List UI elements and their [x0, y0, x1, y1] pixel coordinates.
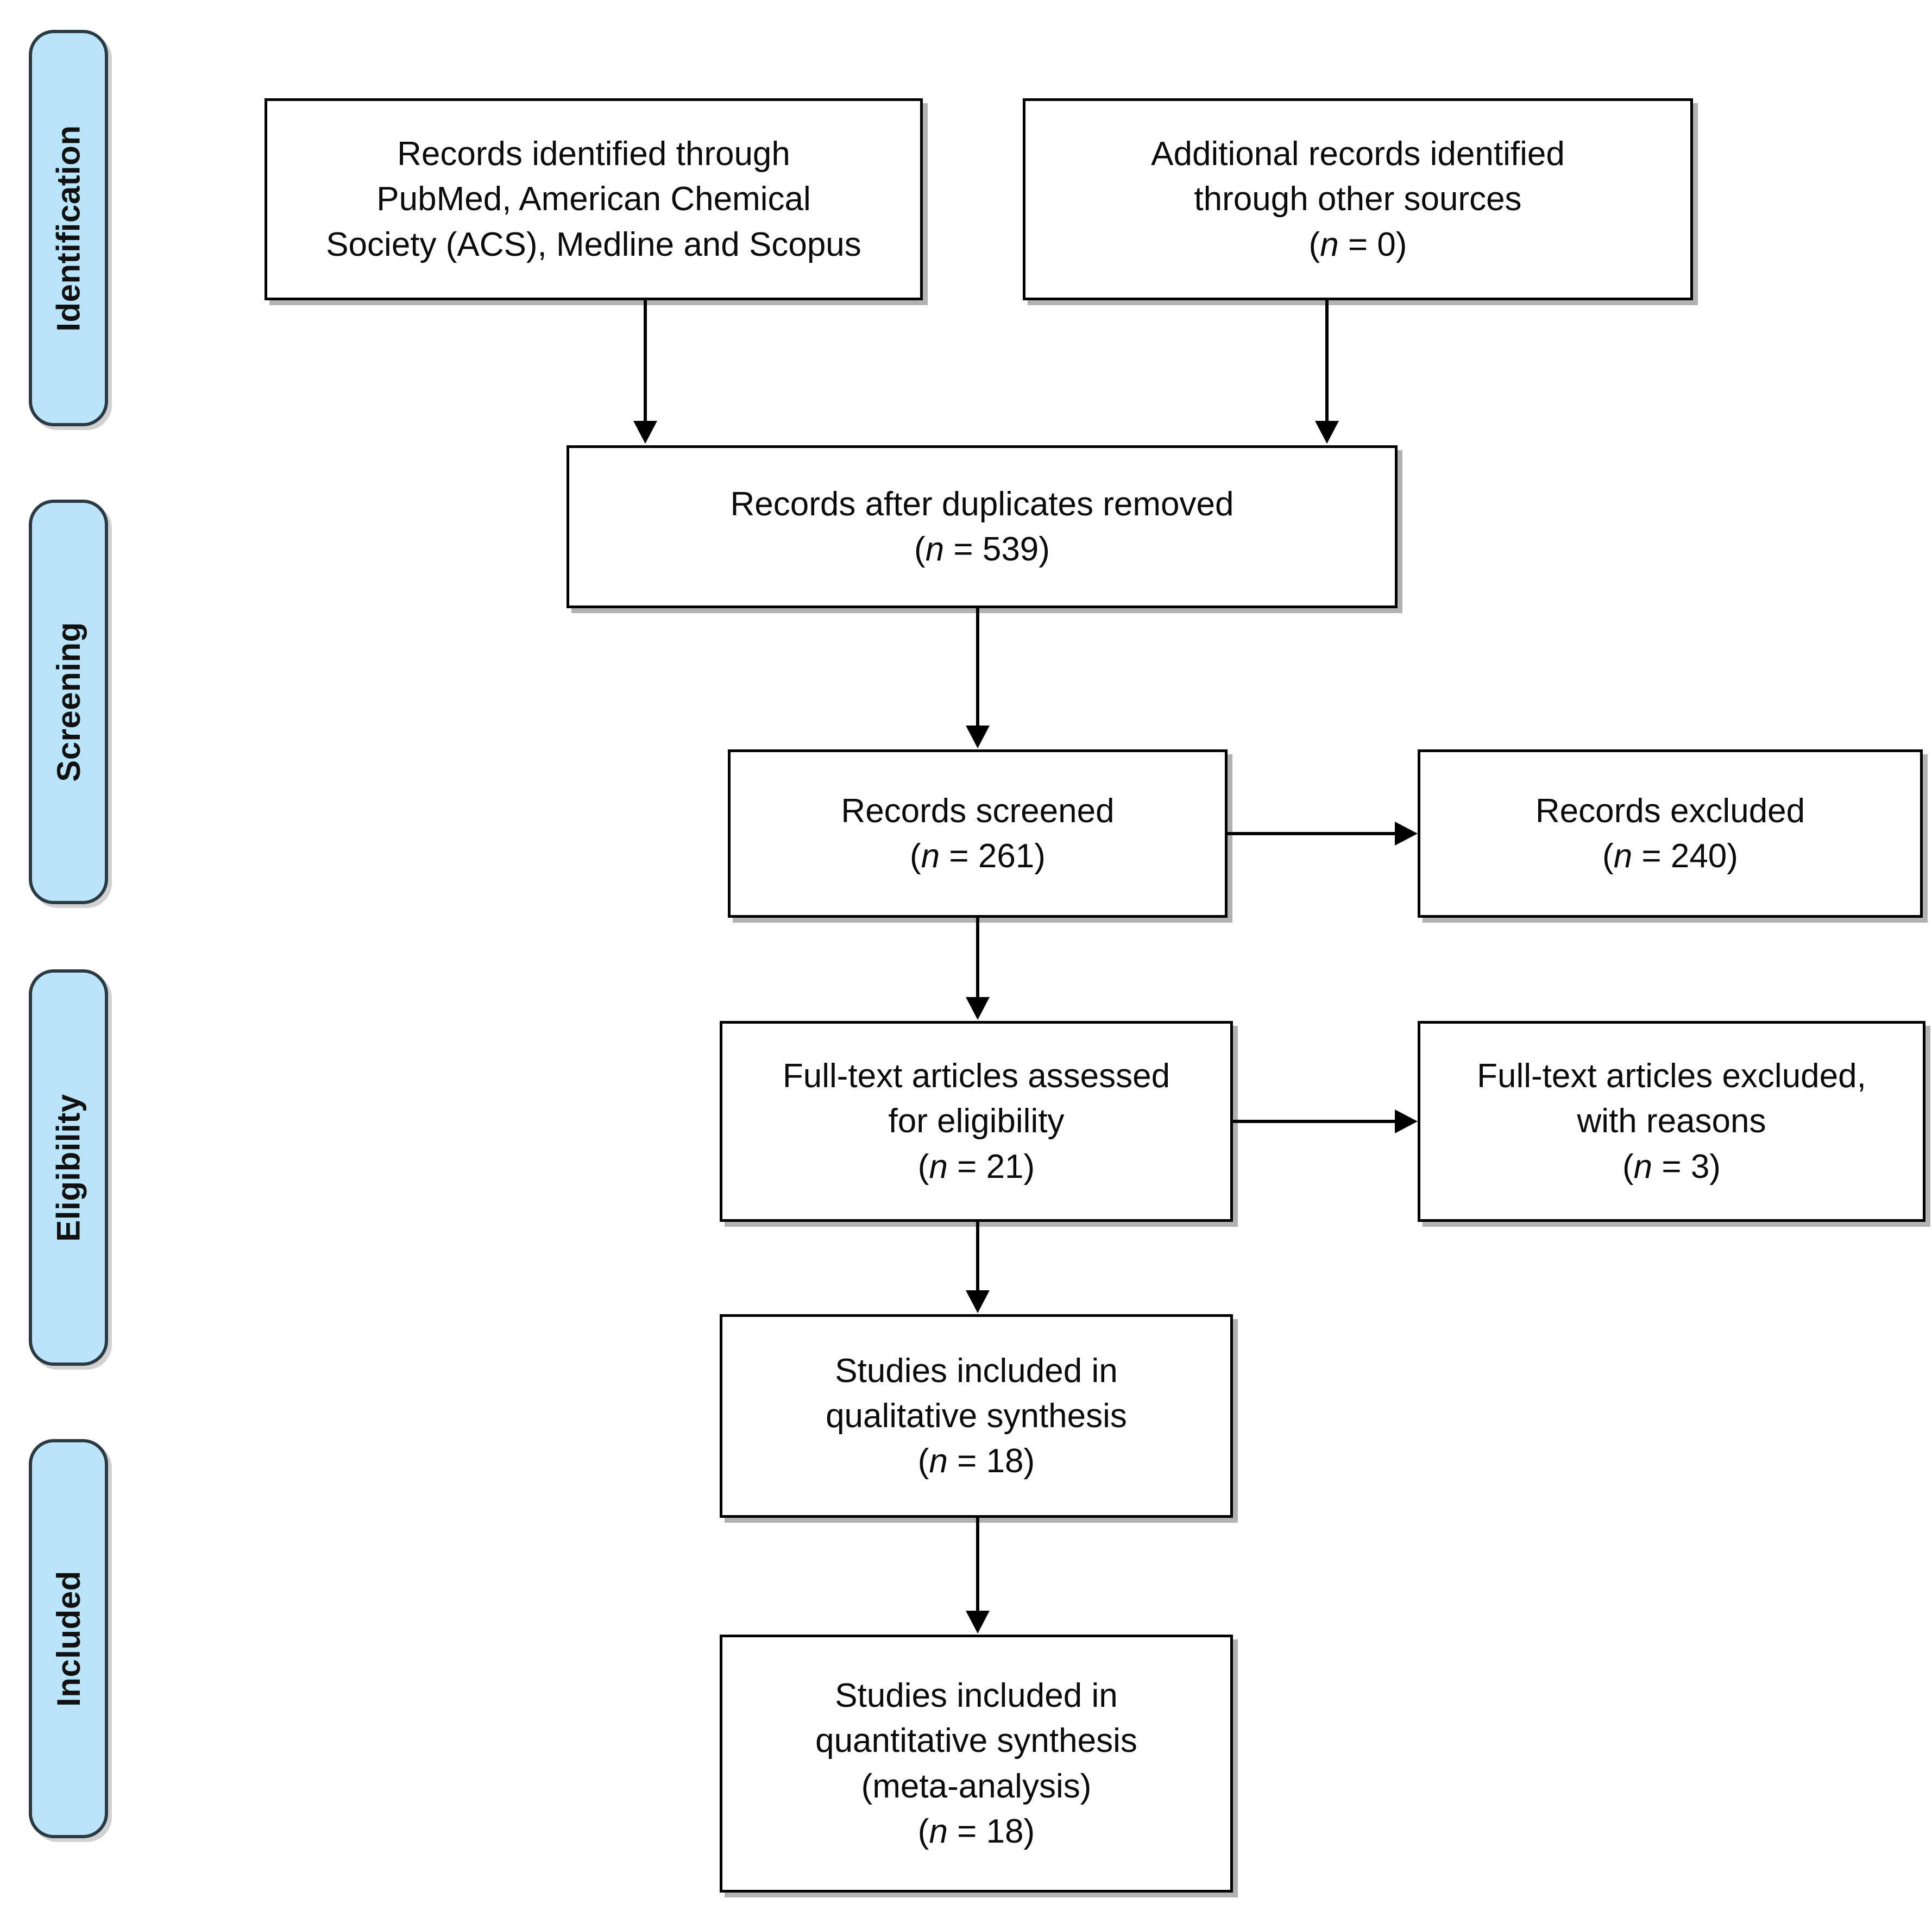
box-studies-quantitative-synthesis: Studies included in quantitative synthes…	[720, 1635, 1233, 1893]
box-fulltext-articles-excluded-text: Full-text articles excluded, with reason…	[1477, 1054, 1866, 1189]
text-line-3: Society (ACS), Medline and Scopus	[326, 225, 861, 263]
box-records-after-duplicates-removed-text: Records after duplicates removed (n = 53…	[730, 482, 1234, 572]
text-line-1: Full-text articles assessed	[782, 1057, 1170, 1095]
n-symbol: n	[1320, 225, 1339, 263]
text-line-1: Full-text articles excluded,	[1477, 1057, 1866, 1095]
arrow-right-icon	[1395, 822, 1418, 846]
n-value: = 539)	[944, 531, 1050, 568]
connector-fulltext-to-fulltext-excluded	[1233, 1120, 1396, 1123]
text-line-1: Studies included in	[835, 1352, 1118, 1390]
text-line-2: with reasons	[1577, 1102, 1766, 1140]
arrow-right-icon	[1395, 1109, 1418, 1133]
paren-open: (	[1622, 1147, 1634, 1185]
text-line-2: quantitative synthesis	[815, 1722, 1137, 1760]
stage-tab-screening-label: Screening	[50, 622, 87, 782]
connector-databases-to-duplicates	[644, 300, 647, 423]
count-line: (n = 539)	[914, 531, 1050, 568]
n-value: = 21)	[947, 1147, 1035, 1185]
paren-open: (	[914, 531, 926, 568]
box-records-excluded: Records excluded (n = 240)	[1418, 749, 1923, 918]
text-line-1: Records excluded	[1535, 792, 1805, 830]
connector-screened-to-fulltext	[976, 918, 979, 999]
n-value: = 3)	[1652, 1147, 1721, 1185]
paren-open: (	[1602, 837, 1614, 875]
box-records-after-duplicates-removed: Records after duplicates removed (n = 53…	[567, 445, 1398, 608]
arrow-down-icon	[966, 1290, 990, 1313]
arrow-down-icon	[633, 421, 657, 444]
box-records-screened: Records screened (n = 261)	[728, 749, 1228, 918]
count-line: (n = 0)	[1309, 226, 1407, 263]
text-line-2: through other sources	[1194, 180, 1522, 218]
count-line: (n = 240)	[1602, 837, 1738, 875]
count-line: (n = 261)	[910, 837, 1046, 875]
count-line: (n = 18)	[918, 1442, 1035, 1480]
count-line: (n = 21)	[918, 1148, 1035, 1185]
text-line-1: Records screened	[841, 792, 1115, 830]
arrow-down-icon	[966, 997, 990, 1020]
box-records-identified-databases-text: Records identified through PubMed, Ameri…	[326, 131, 861, 267]
n-value: = 18)	[947, 1442, 1035, 1480]
n-value: = 0)	[1338, 225, 1407, 263]
box-fulltext-articles-assessed: Full-text articles assessed for eligibil…	[720, 1021, 1233, 1222]
paren-open: (	[910, 837, 921, 875]
text-line-1: Studies included in	[835, 1677, 1118, 1715]
paren-open: (	[917, 1442, 929, 1480]
count-line: (n = 3)	[1622, 1148, 1721, 1185]
paren-open: (	[1308, 225, 1320, 263]
text-line-3: (meta-analysis)	[861, 1767, 1092, 1805]
connector-screened-to-excluded	[1228, 832, 1396, 835]
text-line-1: Records identified through	[397, 135, 790, 173]
box-fulltext-articles-assessed-text: Full-text articles assessed for eligibil…	[783, 1054, 1170, 1189]
arrow-down-icon	[966, 1611, 990, 1634]
text-line-2: for eligibility	[888, 1102, 1065, 1140]
text-line-1: Records after duplicates removed	[730, 485, 1234, 523]
box-additional-records-other-sources: Additional records identified through ot…	[1023, 98, 1693, 300]
n-symbol: n	[929, 1812, 948, 1850]
box-records-identified-databases: Records identified through PubMed, Ameri…	[265, 98, 923, 300]
connector-qualitative-to-quantitative	[976, 1518, 979, 1613]
box-records-screened-text: Records screened (n = 261)	[841, 789, 1114, 879]
n-symbol: n	[1613, 837, 1633, 875]
box-studies-qualitative-synthesis-text: Studies included in qualitative synthesi…	[826, 1348, 1127, 1484]
count-line: (n = 18)	[918, 1813, 1035, 1850]
stage-tab-included-label: Included	[50, 1571, 87, 1707]
n-value: = 261)	[940, 837, 1046, 875]
paren-open: (	[917, 1812, 929, 1850]
stage-tab-eligibility-label: Eligibility	[50, 1093, 87, 1242]
n-symbol: n	[1633, 1147, 1653, 1185]
stage-tab-included: Included	[29, 1439, 108, 1838]
stage-tab-screening: Screening	[29, 500, 108, 904]
connector-other-sources-to-duplicates	[1325, 300, 1329, 423]
n-value: = 240)	[1632, 837, 1738, 875]
stage-tab-identification-label: Identification	[50, 124, 87, 332]
text-line-2: qualitative synthesis	[826, 1397, 1127, 1435]
paren-open: (	[917, 1147, 929, 1185]
stage-tab-eligibility: Eligibility	[29, 969, 108, 1366]
n-symbol: n	[925, 531, 945, 568]
n-symbol: n	[921, 837, 940, 875]
box-studies-quantitative-synthesis-text: Studies included in quantitative synthes…	[815, 1673, 1137, 1853]
text-line-2: PubMed, American Chemical	[376, 180, 811, 218]
box-additional-records-other-sources-text: Additional records identified through ot…	[1151, 131, 1565, 267]
box-studies-qualitative-synthesis: Studies included in qualitative synthesi…	[720, 1314, 1233, 1518]
stage-tab-identification: Identification	[29, 30, 108, 426]
connector-duplicates-to-screened	[976, 608, 979, 728]
box-fulltext-articles-excluded: Full-text articles excluded, with reason…	[1418, 1021, 1925, 1222]
n-value: = 18)	[947, 1812, 1035, 1850]
n-symbol: n	[929, 1442, 948, 1480]
text-line-1: Additional records identified	[1151, 135, 1565, 173]
arrow-down-icon	[1315, 421, 1339, 444]
n-symbol: n	[929, 1147, 948, 1185]
arrow-down-icon	[966, 726, 990, 748]
connector-fulltext-to-qualitative	[976, 1222, 979, 1292]
box-records-excluded-text: Records excluded (n = 240)	[1535, 789, 1805, 879]
